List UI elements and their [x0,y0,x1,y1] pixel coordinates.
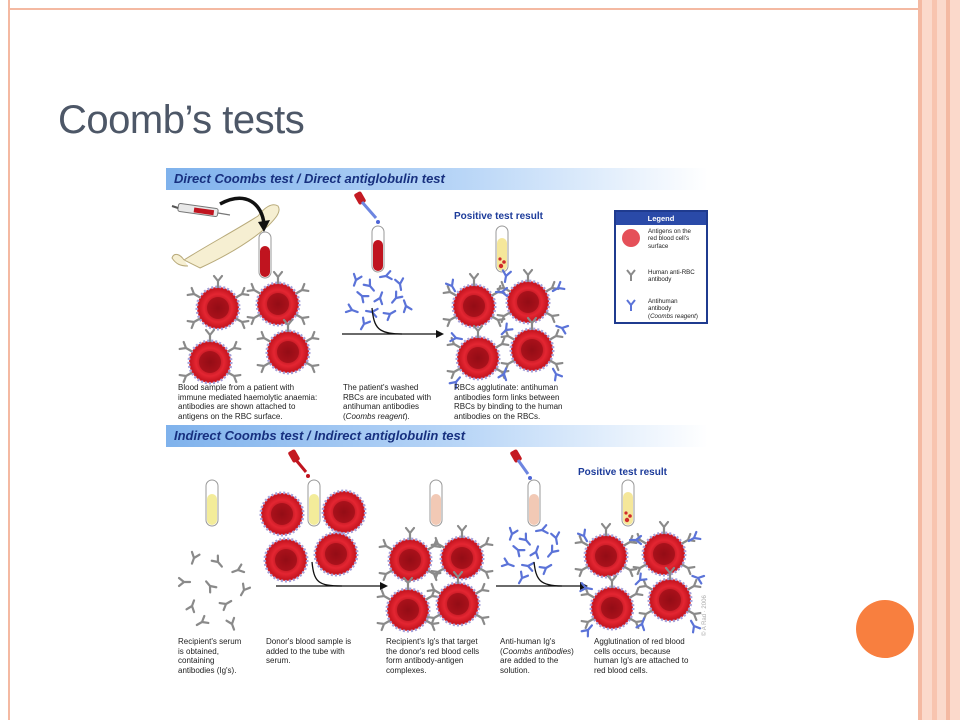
direct-step3-caption: RBCs agglutinate: antihuman antibodies f… [454,383,563,421]
legend-item-antihuman-antibody: Antihuman antibody (Coombs reagent) [648,298,698,320]
antihuman-antibody-cloud [344,270,413,333]
slide-title: Coomb’s tests [58,98,305,142]
decorative-circle [856,600,914,658]
direct-positive-label: Positive test result [454,211,543,222]
test-tube-blood [371,225,385,273]
dropper-icon [288,449,310,478]
test-tube-serum [205,479,219,527]
slide-frame-right [918,0,960,720]
indirect-step5-caption: Agglutination of red blood cells occurs,… [594,637,689,675]
indirect-test-title: Indirect Coombs test / Indirect antiglob… [174,428,466,443]
frame-stripe [918,0,922,720]
test-tube-complexes [429,479,443,527]
direct-step2-caption: The patient's washed RBCs are incubated … [343,383,432,421]
indirect-test-banner: Indirect Coombs test / Indirect antiglob… [166,425,708,447]
legend-item-antigens: Antigens on the red blood cell's surface [648,228,692,250]
indirect-step2-caption: Donor's blood sample is added to the tub… [266,637,352,666]
serum-antibody-cloud [177,550,252,633]
dropper-icon [510,449,532,480]
agglutinated-cells [576,522,706,638]
indirect-step1-caption: Recipient's serum is obtained, containin… [178,637,242,675]
slide-frame-left [8,0,10,720]
syringe-icon [171,203,231,217]
agglutinated-cells [444,269,570,390]
direct-step1-caption: Blood sample from a patient with immune … [178,383,318,421]
legend-heading: Legend [616,212,706,225]
frame-stripe [932,0,937,720]
arm-illustration [171,204,280,269]
coombs-diagram: Direct Coombs test / Direct antiglobulin… [166,168,726,680]
test-tube-positive [495,225,509,273]
test-tube-complexes [527,479,541,527]
slide-frame-top [8,8,920,10]
human-antibody-symbol [626,269,636,281]
test-tube-serum [307,479,321,527]
copyright-text: © A Rad · 2006 [702,595,708,636]
antihuman-antibody-symbol [626,299,636,311]
dropper-icon [354,191,380,224]
legend-box: Legend Antigens on the red blood cell's … [614,210,708,324]
direct-test-title: Direct Coombs test / Direct antiglobulin… [174,171,445,186]
indirect-step4-caption: Anti-human Ig's (Coombs antibodies) are … [500,637,574,675]
antihuman-antibody-cloud [500,524,563,587]
indirect-positive-label: Positive test result [578,467,667,478]
test-tube-positive [621,479,635,527]
indirect-step3-caption: Recipient's Ig's that target the donor's… [386,637,480,675]
direct-test-banner: Direct Coombs test / Direct antiglobulin… [166,168,708,190]
antigen-symbol [622,229,640,247]
legend-symbols [622,229,640,311]
legend-item-human-antibody: Human anti-RBC antibody [648,269,695,284]
test-tube-blood [258,231,272,279]
frame-stripe [946,0,950,720]
diagram-art [171,191,706,638]
